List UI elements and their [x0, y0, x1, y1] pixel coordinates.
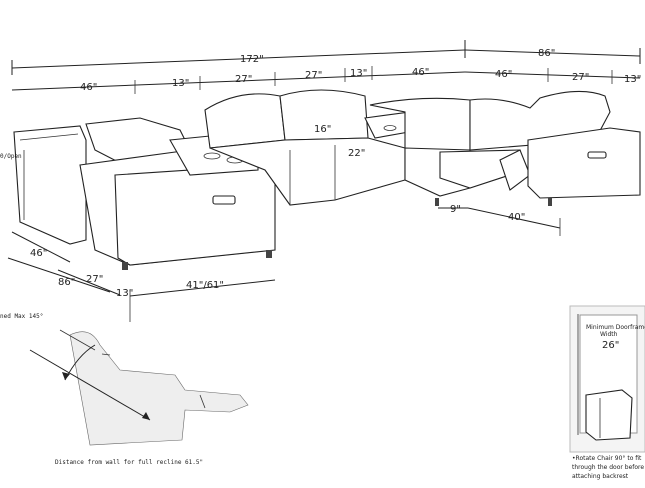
dim-console-2: 13"	[350, 68, 367, 79]
dim-console-3: 13"	[624, 74, 641, 85]
control-panel-icon-right	[587, 151, 607, 159]
dim-left-seat: 46"	[80, 82, 97, 93]
dim-recline-depth: 41"/61"	[186, 280, 224, 291]
recline-side-view	[29, 329, 249, 446]
door-inset-note-line1: •Rotate Chair 90° to fit	[572, 455, 642, 462]
door-inset-title-line1: Minimum Doorframe	[586, 324, 645, 331]
door-inset-title-line2: Width	[600, 331, 618, 338]
dim-seat-a: 27"	[235, 74, 252, 85]
door-inset-note-line2: through the door before	[572, 464, 644, 471]
dim-side-left-2: 86"	[58, 277, 75, 288]
recline-wall-distance: Distance from wall for full recline 61.5…	[55, 459, 203, 466]
dimension-lines-top	[11, 40, 641, 94]
door-inset	[569, 305, 645, 453]
dim-corner-2: 46"	[495, 69, 512, 80]
dim-back-height: 16"	[314, 124, 331, 135]
dim-overall-depth-right: 86"	[538, 48, 555, 59]
door-inset-width: 26"	[602, 340, 619, 351]
recline-angle-label: ned Max 145°	[0, 313, 43, 320]
sectional-sofa	[13, 89, 641, 270]
dim-overall-width: 172"	[240, 54, 264, 65]
dim-seat-depth: 22"	[348, 148, 365, 159]
dimension-lines-lower-right	[438, 207, 561, 236]
dim-left-open: 0/Open	[0, 153, 22, 160]
dim-side-console: 13"	[116, 288, 133, 299]
dim-corner-1: 46"	[412, 67, 429, 78]
dim-reclined-length: 40"	[508, 212, 525, 223]
control-panel-icon	[212, 195, 236, 205]
dim-seat-c: 27"	[572, 72, 589, 83]
dim-seat-b: 27"	[305, 70, 322, 81]
dim-side-left-1: 46"	[30, 248, 47, 259]
door-inset-note-line3: attaching backrest	[572, 473, 629, 480]
dim-console-1: 13"	[172, 78, 189, 89]
dim-leg-gap: 9"	[450, 204, 461, 215]
dim-side-seat: 27"	[86, 274, 103, 285]
dimension-lines-left	[7, 231, 276, 322]
